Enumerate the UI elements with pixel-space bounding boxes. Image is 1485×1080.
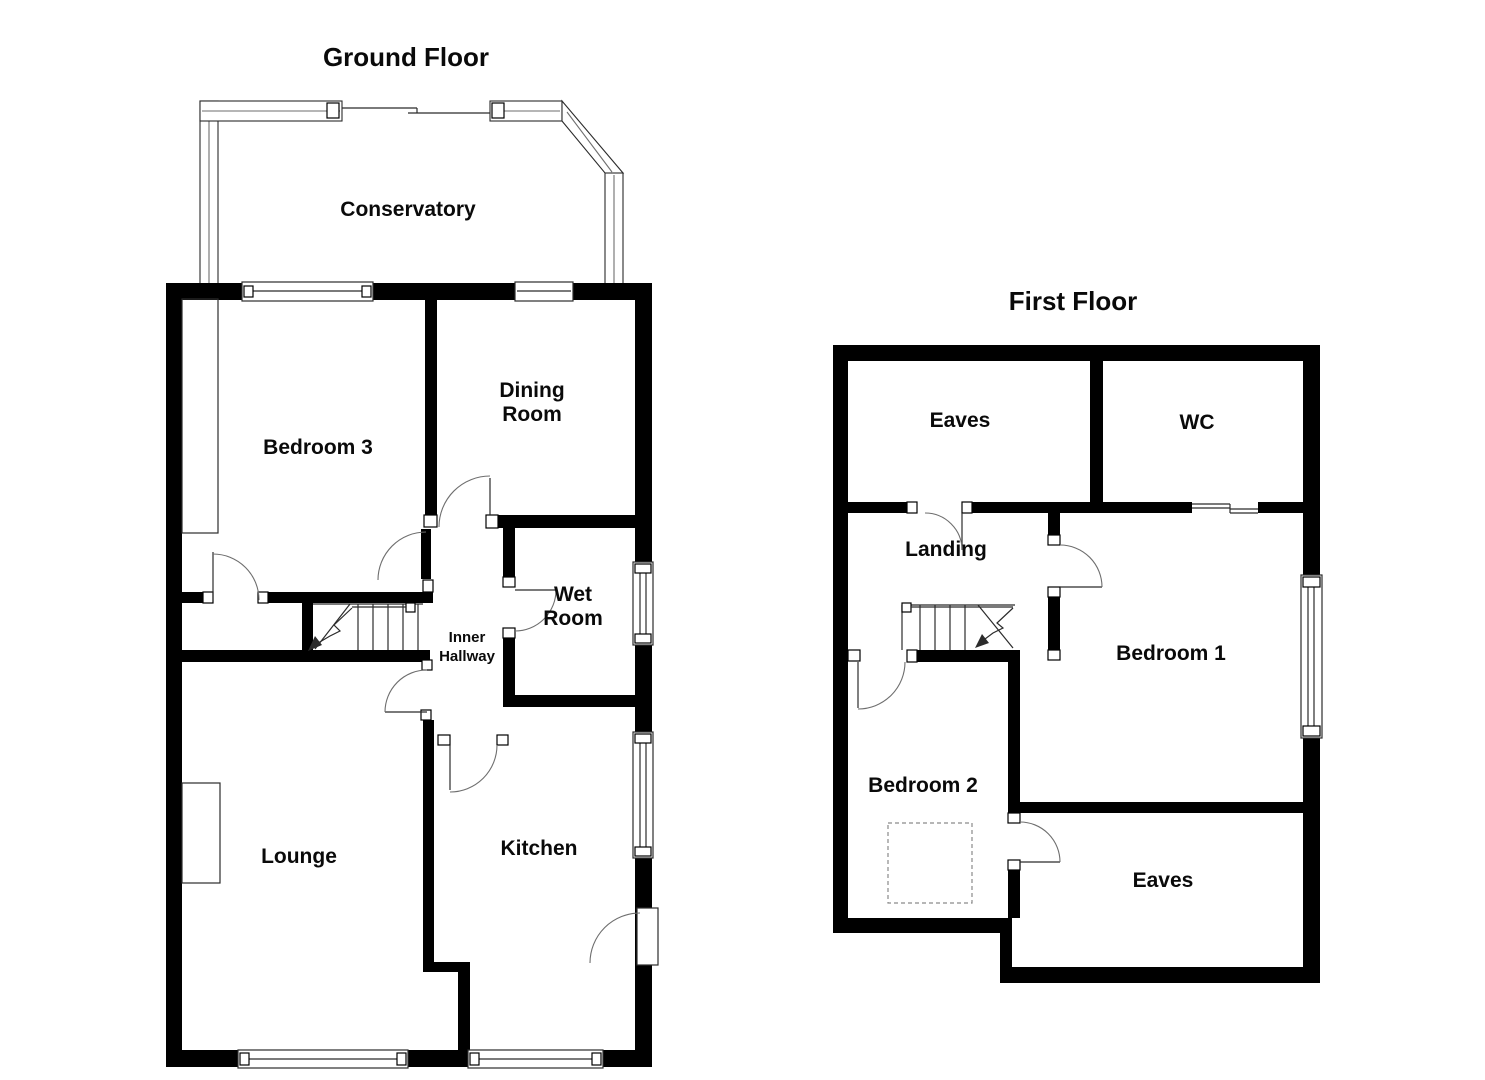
room-label-kitchen: Kitchen (500, 837, 577, 860)
stairs-first (901, 602, 1015, 650)
door-jambs-ground (202, 514, 516, 746)
conservatory-glazing (199, 99, 625, 289)
room-label-eaves-front: Eaves (930, 409, 991, 432)
bedroom-3-wardrobe (181, 298, 219, 534)
room-label-eaves-rear: Eaves (1133, 869, 1194, 892)
stairs-ground (308, 602, 423, 651)
lounge-chimney-breast (181, 782, 221, 884)
door-jambs-first (847, 501, 1061, 871)
wc-internal-window (1192, 503, 1258, 514)
room-label-dining-room: Dining (499, 379, 564, 402)
window (467, 1049, 604, 1069)
first-floor-title: First Floor (1009, 286, 1138, 316)
door-bedroom-1 (1059, 544, 1103, 588)
door-dining-room (438, 475, 491, 528)
ground-floor: Conservatory Bedroom 3 Dining Room Wet R… (166, 42, 659, 1069)
window (237, 1049, 409, 1069)
window (514, 281, 574, 302)
room-label-inner-hallway: Inner (449, 629, 486, 646)
door-eaves-rear (1019, 821, 1061, 863)
room-label-lounge: Lounge (261, 845, 337, 868)
room-label-wet-room-2: Room (543, 607, 603, 630)
room-label-inner-hallway-2: Hallway (439, 648, 496, 665)
room-label-wet-room: Wet (554, 583, 592, 606)
room-label-conservatory: Conservatory (340, 198, 476, 221)
window (632, 731, 654, 859)
door-bedroom-3-closet (212, 552, 260, 601)
bedroom-2-dashed-fixture (887, 822, 973, 904)
window (632, 561, 654, 646)
ground-floor-title: Ground Floor (323, 42, 489, 72)
room-label-bedroom-3: Bedroom 3 (263, 436, 373, 459)
window (241, 281, 374, 302)
room-label-bedroom-2: Bedroom 2 (868, 774, 978, 797)
door-bedroom-2 (857, 661, 906, 710)
room-label-wc: WC (1180, 411, 1215, 434)
first-floor-walls (833, 345, 1320, 983)
window (1300, 574, 1323, 739)
room-label-bedroom-1: Bedroom 1 (1116, 642, 1226, 665)
first-floor: Eaves WC Landing Bedroom 1 Bedroom 2 Eav… (833, 286, 1323, 983)
door-eaves-front (924, 512, 963, 551)
room-label-landing: Landing (905, 538, 987, 561)
ground-floor-walls (166, 283, 652, 1067)
door-lounge (384, 669, 428, 713)
door-wet-room (514, 589, 557, 632)
door-kitchen (449, 744, 498, 793)
door-bedroom-3 (377, 531, 427, 581)
room-label-dining-room-2: Room (502, 403, 562, 426)
door-kitchen-exterior (589, 907, 659, 966)
